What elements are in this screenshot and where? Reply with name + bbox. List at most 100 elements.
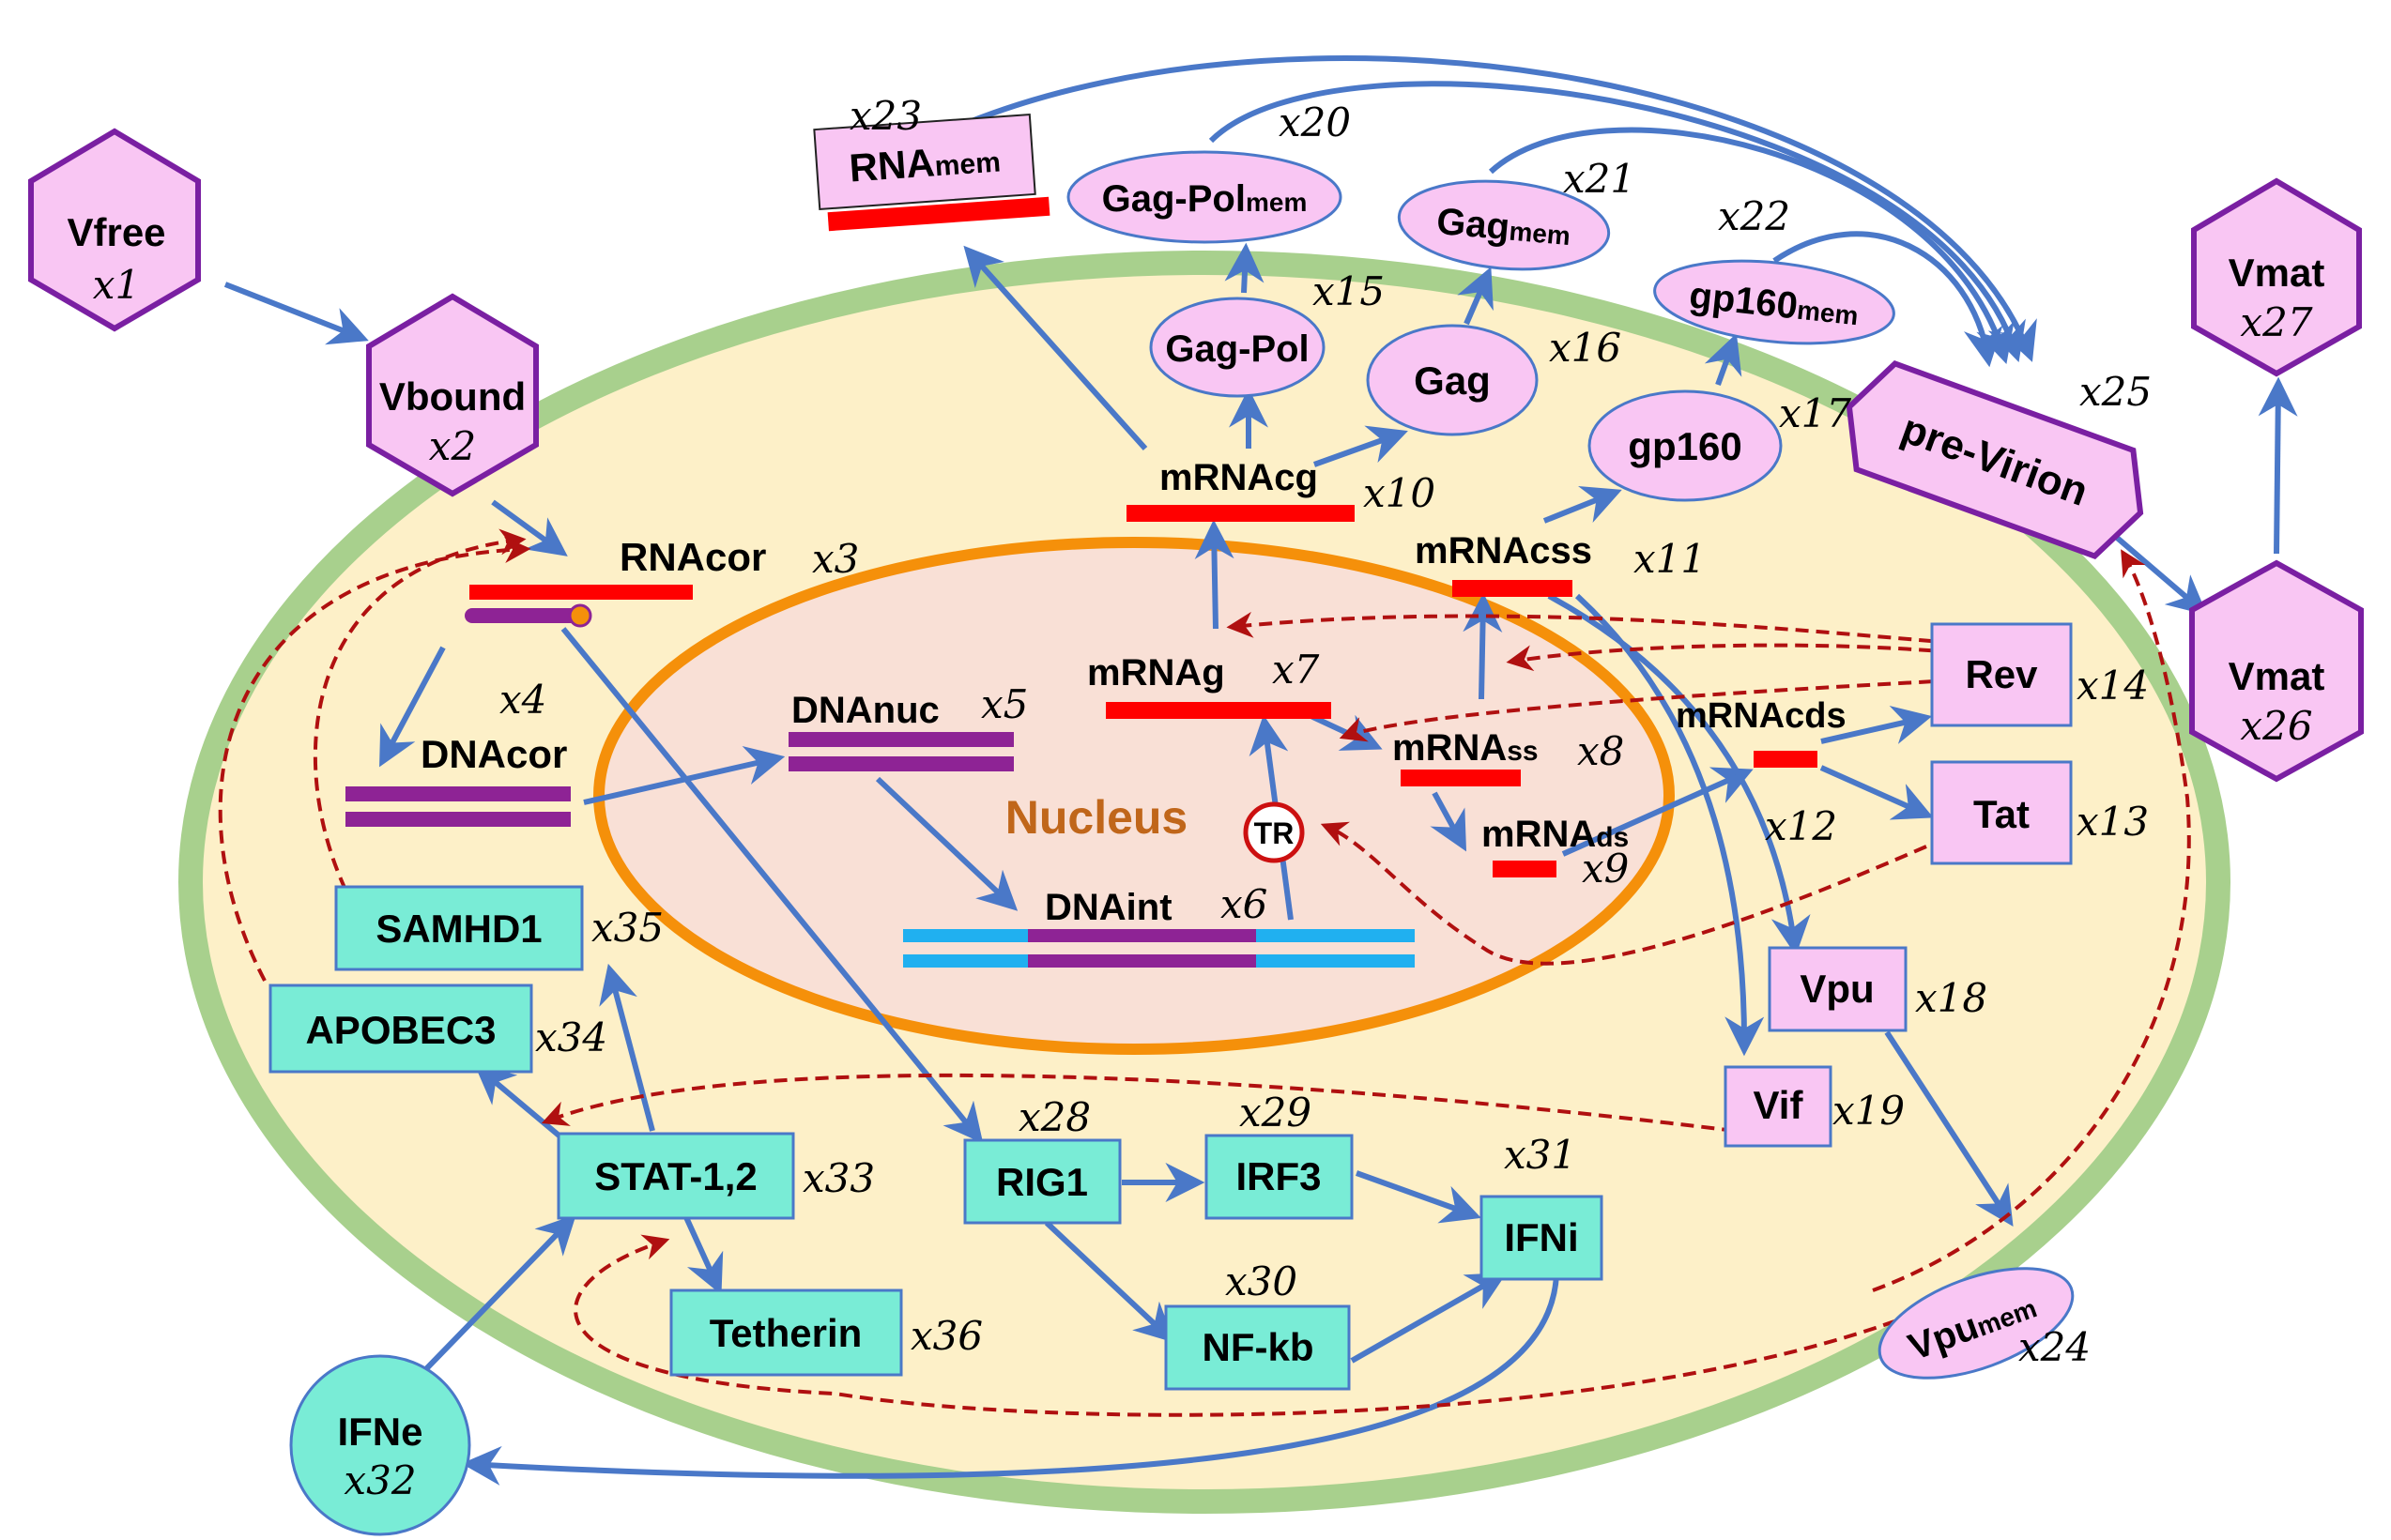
reg-rev-mrnag-2 bbox=[1506, 643, 1954, 672]
arrow-rnacor-dnacor bbox=[379, 646, 446, 768]
arrow-vmat26-vmat27 bbox=[2258, 376, 2298, 555]
gp160mem-var: x22 bbox=[1718, 193, 1790, 239]
arrow-dnanuc-dnaint bbox=[875, 776, 1019, 911]
arrow-vpu-vpumem bbox=[1884, 1030, 2014, 1227]
rev-var: x14 bbox=[2077, 663, 2149, 709]
gag-node: Gag bbox=[1366, 324, 1539, 436]
arrow-stat-apobec bbox=[474, 1064, 570, 1146]
gagpolmem-node: Gag-Polmem bbox=[1066, 150, 1342, 244]
stat-node: STAT-1,2 bbox=[557, 1132, 795, 1220]
svg-text:RIG1: RIG1 bbox=[996, 1160, 1088, 1204]
svg-text:RNAmem: RNAmem bbox=[848, 135, 1002, 190]
svg-text:Rev: Rev bbox=[1965, 652, 2038, 696]
tat-node: Tat bbox=[1930, 760, 2073, 865]
arrow-mrnacss-vif bbox=[1574, 593, 1765, 1057]
rnacor-strand bbox=[469, 585, 693, 600]
gp160mem-node: gp160mem bbox=[1653, 259, 1895, 345]
arrow-previrion-vmat26 bbox=[2101, 523, 2208, 616]
dnanuc-strand-1 bbox=[789, 732, 1014, 747]
svg-text:Vbound: Vbound bbox=[379, 374, 526, 419]
irf3-node: IRF3 bbox=[1204, 1134, 1354, 1220]
svg-text:Vmat: Vmat bbox=[2229, 654, 2325, 698]
dnaint-label: DNAint bbox=[1045, 887, 1173, 928]
arrow-rnacor-rig1 bbox=[560, 627, 984, 1144]
dnaint-strand-2 bbox=[1028, 954, 1256, 968]
svg-text:gp160: gp160 bbox=[1628, 424, 1741, 468]
reg-rev-mrnacg bbox=[1339, 679, 1954, 742]
mrnacds-strand bbox=[1754, 751, 1817, 768]
dnacor-strand-1 bbox=[345, 786, 571, 801]
nfkb-node: NF-kb bbox=[1164, 1304, 1351, 1391]
irf3-var: x29 bbox=[1239, 1090, 1311, 1136]
tat-var: x13 bbox=[2077, 799, 2149, 845]
mrnacg-var: x10 bbox=[1363, 470, 1435, 516]
dnacor-label: DNAcor bbox=[421, 732, 567, 776]
rnacor-cap bbox=[568, 603, 592, 628]
mrnacg-strand bbox=[1127, 505, 1355, 522]
arrow-vfree-vbound bbox=[223, 282, 369, 345]
vfree-node: Vfree x1 bbox=[28, 128, 201, 332]
vmat26-node: Vmat x26 bbox=[2189, 559, 2364, 783]
svg-text:Tetherin: Tetherin bbox=[710, 1311, 863, 1355]
mrnads-label: mRNAds bbox=[1481, 814, 1629, 855]
dnacor-var: x4 bbox=[499, 677, 546, 723]
ifni-var: x31 bbox=[1504, 1132, 1576, 1178]
arrow-mrnag-mrnacg bbox=[1194, 519, 1234, 630]
svg-text:Vif: Vif bbox=[1754, 1083, 1804, 1127]
arrow-rnamem-previrion bbox=[960, 55, 2037, 362]
arrow-mrnacss-gp160 bbox=[1542, 485, 1622, 524]
mrnacds-label: mRNAcds bbox=[1676, 696, 1847, 736]
gagpol-node: Gag-Pol bbox=[1149, 297, 1326, 398]
arrow-mrnacg-rnamem bbox=[963, 245, 1148, 451]
svg-text:TR: TR bbox=[1254, 816, 1295, 850]
nucleus-label: Nucleus bbox=[1005, 791, 1188, 844]
nucleus bbox=[593, 537, 1675, 1055]
rnacor-protein bbox=[465, 608, 582, 623]
vif-var: x19 bbox=[1832, 1088, 1905, 1134]
gp160-node: gp160 bbox=[1587, 389, 1783, 502]
previrion-var: x25 bbox=[2079, 369, 2152, 415]
previrion-node: pre-Virion bbox=[1846, 359, 2144, 560]
mrnacg-label: mRNAcg bbox=[1159, 457, 1318, 498]
vpumem-var: x24 bbox=[2018, 1324, 2091, 1370]
svg-text:x32: x32 bbox=[344, 1457, 416, 1503]
rnacor-label: RNAcor bbox=[620, 535, 766, 579]
svg-text:IFNe: IFNe bbox=[337, 1410, 422, 1454]
svg-text:Gag-Polmem: Gag-Polmem bbox=[1102, 178, 1308, 220]
tetherin-var: x36 bbox=[911, 1313, 983, 1359]
reg-samhd1-rnacor bbox=[314, 528, 527, 891]
rnamem-strand bbox=[827, 196, 1050, 232]
arrow-mrnacds-tat bbox=[1819, 765, 1934, 820]
svg-text:x27: x27 bbox=[2240, 299, 2312, 345]
arrow-mrnacds-rev bbox=[1820, 705, 1933, 744]
svg-text:Vpu: Vpu bbox=[1800, 967, 1874, 1011]
nfkb-var: x30 bbox=[1225, 1258, 1297, 1304]
arrow-mrnads-mrnacds bbox=[1561, 767, 1754, 857]
arrow-dnacor-dnanuc bbox=[583, 746, 786, 805]
dnanuc-label: DNAnuc bbox=[791, 690, 940, 731]
svg-text:IFNi: IFNi bbox=[1504, 1215, 1578, 1259]
svg-text:IRF3: IRF3 bbox=[1235, 1154, 1321, 1198]
dnaint-strand-1 bbox=[1028, 929, 1256, 942]
vpu-var: x18 bbox=[1915, 975, 1987, 1021]
vbound-node: Vbound x2 bbox=[366, 293, 539, 497]
tetherin-node: Tetherin bbox=[669, 1288, 903, 1377]
vpumem-node: Vpumem bbox=[1878, 1267, 2075, 1380]
reg-apobec-rnacor bbox=[218, 537, 531, 982]
svg-text:Gag-Pol: Gag-Pol bbox=[1165, 328, 1309, 370]
mrnass-strand bbox=[1401, 770, 1521, 786]
svg-text:STAT-1,2: STAT-1,2 bbox=[594, 1154, 757, 1198]
apobec3-var: x34 bbox=[535, 1014, 607, 1060]
svg-text:Tat: Tat bbox=[1973, 792, 2030, 836]
mrnass-var: x8 bbox=[1577, 728, 1624, 774]
rnamem-var: x23 bbox=[850, 93, 922, 139]
reg-vpumem-tetherin bbox=[574, 1234, 1916, 1417]
gag-var: x16 bbox=[1549, 325, 1621, 371]
mrnag-var: x7 bbox=[1272, 647, 1320, 693]
svg-text:Vmat: Vmat bbox=[2229, 251, 2325, 295]
strands bbox=[345, 196, 1817, 968]
arrow-nfkb-ifni bbox=[1350, 1272, 1508, 1364]
regulation-arrows bbox=[218, 528, 2191, 1417]
rig1-node: RIG1 bbox=[963, 1138, 1122, 1225]
